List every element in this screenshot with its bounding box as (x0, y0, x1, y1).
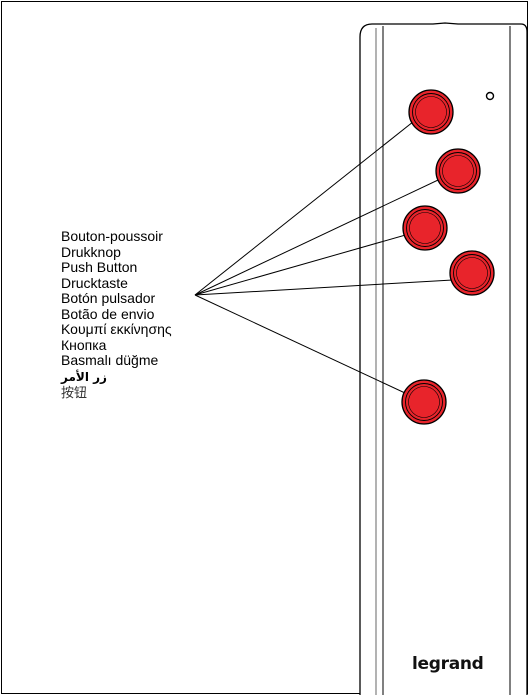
label-turkish: Basmalı düğme (61, 352, 159, 368)
remote-body (359, 22, 528, 695)
label-chinese: 按钮 (61, 385, 88, 401)
push-button-3 (402, 205, 448, 251)
push-button-1 (408, 89, 454, 135)
push-button-2 (435, 148, 481, 194)
indicator-led-icon (485, 91, 495, 101)
label-german: Drucktaste (61, 274, 128, 291)
label-russian: Кнопка (61, 336, 107, 353)
push-button-5 (401, 379, 447, 425)
label-arabic: زر الأمر (61, 369, 107, 384)
label-greek: Κουμπί εκκίνησης (61, 321, 172, 337)
label-english: Push Button (61, 259, 138, 275)
label-dutch: Drukknop (61, 243, 121, 260)
push-button-label-list: Bouton-poussoir Drukknop Push Button Dru… (61, 228, 261, 402)
brand-logo: legrand (412, 654, 484, 674)
label-spanish: Botón pulsador (61, 290, 156, 306)
leader-lines (194, 109, 471, 401)
label-portuguese: Botão de envio (61, 305, 155, 322)
push-button-4 (449, 250, 495, 296)
label-french: Bouton-poussoir (61, 228, 163, 244)
